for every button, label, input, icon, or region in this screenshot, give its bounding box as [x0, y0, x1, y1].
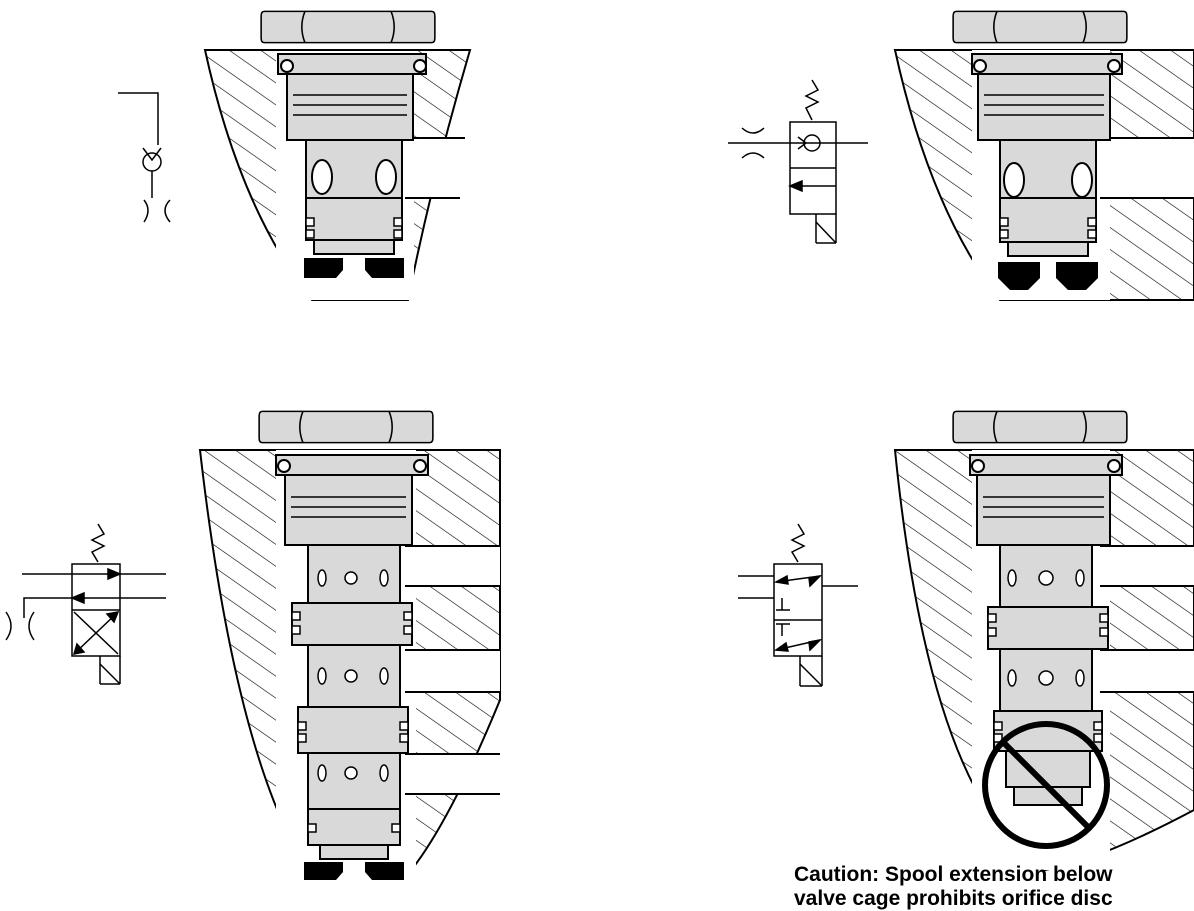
four-way-blocked-valve-symbol	[738, 523, 858, 687]
prohibited-icon	[982, 721, 1110, 849]
two-way-valve-symbol	[728, 79, 868, 244]
valve-view-bottom-right	[893, 410, 1194, 872]
caution-line-2: valve cage prohibits orifice disc	[794, 887, 1113, 910]
valve-view-bottom-left	[198, 410, 501, 910]
valve-view-top-left	[203, 10, 472, 301]
caution-note: Caution: Spool extension below valve cag…	[794, 863, 1194, 911]
valve-view-top-right	[893, 10, 1194, 301]
check-orifice-symbol	[118, 92, 171, 223]
four-way-valve-symbol	[5, 523, 166, 685]
caution-line-1: Caution: Spool extension below	[794, 863, 1113, 886]
